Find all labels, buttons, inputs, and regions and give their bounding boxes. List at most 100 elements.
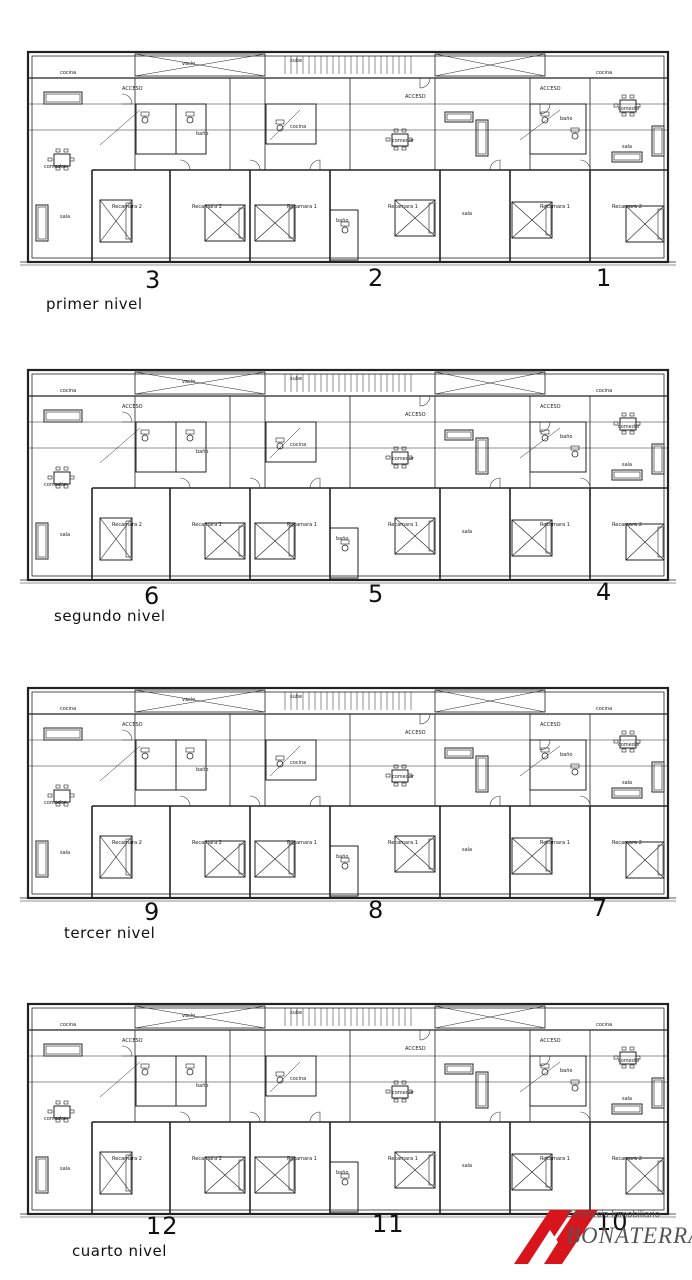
door-swing <box>121 1045 133 1057</box>
bed-icon <box>99 517 133 561</box>
bed-icon <box>99 835 133 879</box>
void-area <box>134 53 266 77</box>
bathroom <box>265 1055 317 1097</box>
chair-icon <box>635 739 641 744</box>
void-hatch <box>134 53 266 77</box>
bed-icon <box>394 199 436 237</box>
pillow-icon <box>288 525 295 557</box>
bathroom <box>175 103 207 155</box>
chair-icon <box>385 455 391 460</box>
chair-icon <box>385 1089 391 1094</box>
toilet-icon <box>186 434 194 442</box>
guide-line <box>99 109 141 146</box>
sofa-icon <box>653 763 663 791</box>
bathroom <box>329 527 359 579</box>
bed-icon <box>394 199 436 237</box>
chair-icon <box>55 148 61 153</box>
toilet-icon <box>276 124 284 132</box>
door-swing <box>419 395 431 407</box>
chair-icon <box>629 112 635 117</box>
bathroom <box>175 739 207 791</box>
room-label: sala <box>60 1166 70 1172</box>
void-area <box>434 53 546 77</box>
chair-icon <box>407 137 413 142</box>
access-label: ACCESO <box>122 86 143 92</box>
chair-icon <box>621 94 627 99</box>
bathroom <box>135 739 177 791</box>
sink-icon <box>185 747 195 753</box>
room-label: cocina <box>290 442 306 448</box>
guide-line <box>519 109 561 141</box>
room-label: comedor <box>44 164 67 170</box>
access-label: ACCESO <box>540 86 561 92</box>
chair-icon <box>635 103 641 108</box>
bed-icon <box>511 519 553 557</box>
door-swing <box>249 477 261 489</box>
sofa-icon <box>444 111 474 123</box>
toilet-icon <box>541 752 549 760</box>
room-label: baño <box>196 131 208 137</box>
chair-icon <box>393 782 399 787</box>
bed-icon <box>394 835 436 873</box>
room-label: sala <box>622 780 632 786</box>
pillow-icon <box>428 838 435 870</box>
room-label: Recamara 1 <box>287 1156 317 1162</box>
sofa-icon <box>43 91 83 105</box>
room-label: Recamara 2 <box>112 840 142 846</box>
room-label: sala <box>60 850 70 856</box>
door-swing <box>419 77 431 89</box>
access-label: ACCESO <box>540 404 561 410</box>
building-inner-outline <box>31 691 665 895</box>
guide-line <box>269 745 301 777</box>
void-hatch <box>434 689 546 713</box>
sofa-icon <box>37 1158 47 1192</box>
room-label: Recamara 2 <box>192 840 222 846</box>
chair-icon <box>393 1098 399 1103</box>
door-swing <box>121 411 133 423</box>
room-label: Recamara 2 <box>612 204 642 210</box>
door-swing <box>489 159 501 171</box>
unit-number: 8 <box>368 896 385 924</box>
sofa-icon <box>653 1079 663 1107</box>
chair-icon <box>55 466 61 471</box>
chair-icon <box>401 1098 407 1103</box>
sofa-icon <box>477 757 487 791</box>
door-swing <box>249 795 261 807</box>
void-hatch <box>434 53 546 77</box>
room-label: Recamara 1 <box>388 1156 418 1162</box>
toilet-icon <box>341 544 349 552</box>
sink-icon <box>340 539 350 545</box>
void-area <box>434 689 546 713</box>
pillow-icon <box>545 1156 552 1188</box>
room-label: baño <box>196 1083 208 1089</box>
void-area <box>134 1005 266 1029</box>
bed-icon <box>394 517 436 555</box>
bed-icon <box>625 205 665 243</box>
bed-icon <box>625 841 665 879</box>
room-label: baño <box>196 449 208 455</box>
sofa-icon <box>35 1156 49 1194</box>
chair-icon <box>635 421 641 426</box>
access-label: ACCESO <box>405 730 426 736</box>
room-label: comedor <box>44 482 67 488</box>
sofa-icon <box>45 93 81 103</box>
door-swing <box>539 103 551 115</box>
room-label: Recamara 2 <box>612 1156 642 1162</box>
chair-icon <box>385 773 391 778</box>
pillow-icon <box>288 1159 295 1191</box>
room-label: sala <box>462 1163 472 1169</box>
chair-icon <box>407 455 413 460</box>
room-label: sala <box>622 144 632 150</box>
room-label: comedor <box>392 456 415 462</box>
chair-icon <box>63 802 69 807</box>
room-label: cocina <box>290 760 306 766</box>
stair-label: sube <box>290 694 302 700</box>
bathroom <box>175 421 207 473</box>
sink-icon <box>140 429 150 435</box>
pillow-icon <box>545 204 552 236</box>
door-swing <box>579 159 591 171</box>
sofa-icon <box>37 842 47 876</box>
unit-number: 3 <box>145 266 162 294</box>
bed-icon <box>511 837 553 875</box>
